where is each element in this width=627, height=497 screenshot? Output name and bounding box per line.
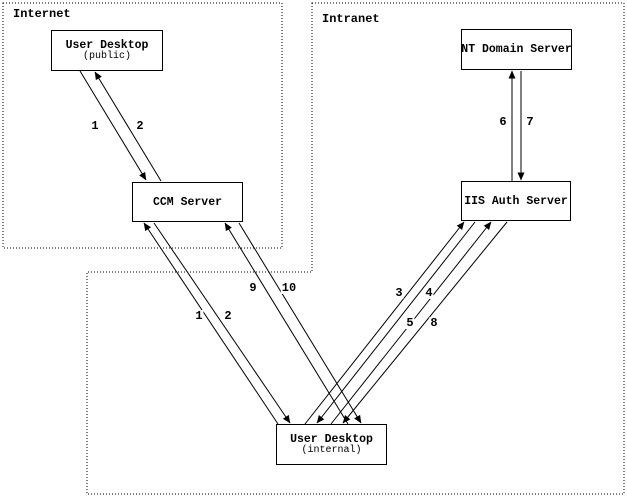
- node-iis-auth-server: IIS Auth Server: [461, 181, 571, 221]
- node-title: IIS Auth Server: [464, 194, 568, 208]
- step-label-3: 3: [394, 286, 404, 300]
- arrow-3-internal-desktop-to-iis: [304, 221, 465, 425]
- step-label-9: 9: [248, 281, 258, 295]
- intranet-zone-label: Intranet: [322, 12, 380, 26]
- arrow-2-ccm-to-internal-desktop: [153, 222, 291, 424]
- step-label-4: 4: [424, 286, 434, 300]
- node-title: User Desktop: [65, 39, 149, 52]
- node-title: CCM Server: [152, 195, 222, 209]
- node-ccm-server: CCM Server: [132, 182, 243, 222]
- node-subtitle: (internal): [301, 445, 362, 456]
- step-label-2-internal: 2: [223, 309, 233, 323]
- arrow-2-ccm-to-public-desktop: [94, 71, 162, 182]
- step-label-1-public: 1: [90, 119, 100, 133]
- step-label-8: 8: [429, 316, 439, 330]
- node-title: NT Domain Server: [461, 43, 572, 56]
- node-subtitle: (public): [82, 51, 131, 62]
- step-label-10: 10: [280, 281, 298, 295]
- arrow-1-public-desktop-to-ccm: [79, 70, 147, 181]
- node-user-desktop-public: User Desktop (public): [51, 30, 163, 71]
- arrow-8-iis-to-internal-desktop: [342, 221, 508, 424]
- node-nt-domain-server: NT Domain Server: [461, 29, 572, 70]
- step-label-5: 5: [405, 316, 415, 330]
- node-title: User Desktop: [290, 433, 373, 446]
- arrow-4-iis-to-internal-desktop: [316, 221, 476, 424]
- internet-zone-label: Internet: [13, 7, 71, 21]
- arrow-10-ccm-to-internal-desktop: [238, 222, 362, 424]
- step-label-7: 7: [525, 115, 535, 129]
- step-label-1-internal: 1: [194, 309, 204, 323]
- arrow-9-internal-desktop-to-ccm: [224, 222, 349, 425]
- step-label-2-public: 2: [135, 119, 145, 133]
- intranet-zone-border: [86, 2, 625, 495]
- node-user-desktop-internal: User Desktop (internal): [276, 424, 387, 465]
- step-label-6: 6: [498, 115, 508, 129]
- internet-zone-border: [2, 2, 283, 249]
- arrow-1-internal-desktop-to-ccm: [143, 222, 279, 425]
